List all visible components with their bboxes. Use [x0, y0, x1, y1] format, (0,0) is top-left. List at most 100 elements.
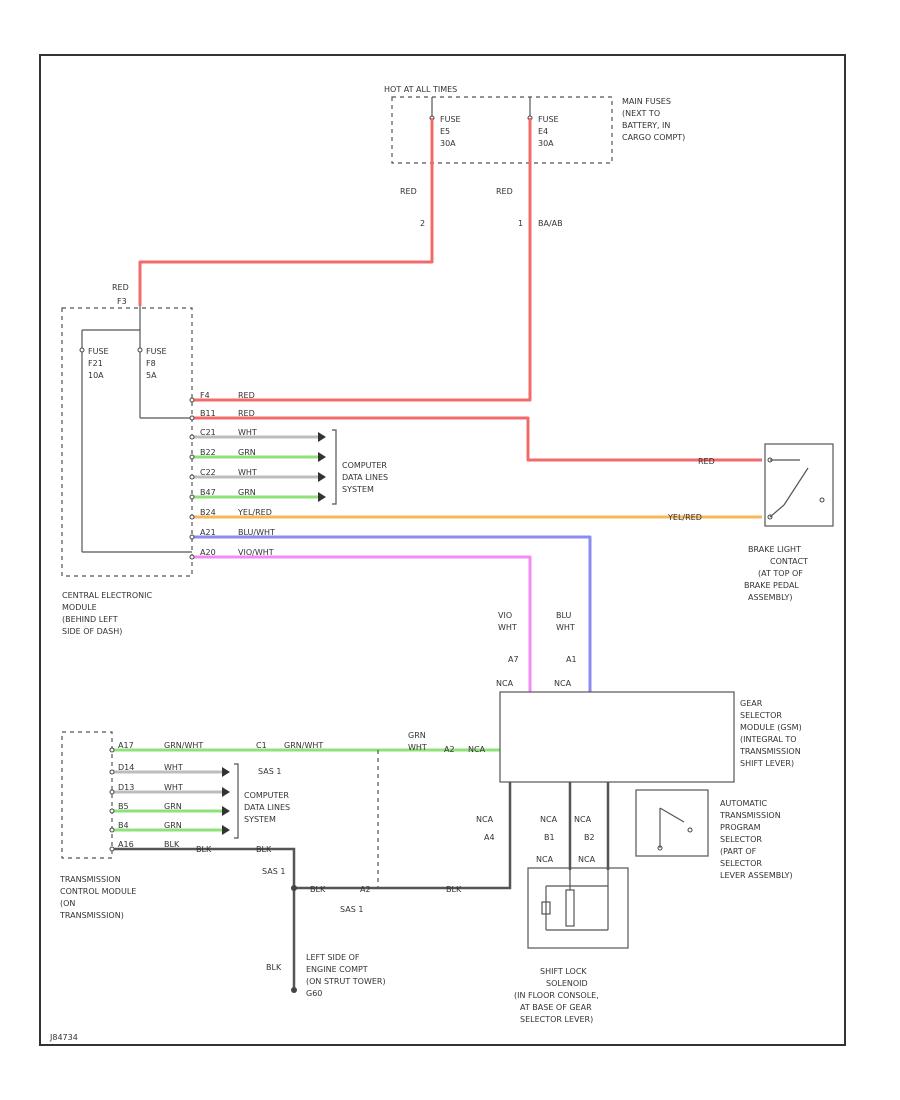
tcm-label-3: (ON: [60, 899, 75, 908]
tcm-data-arrow-4: [222, 825, 230, 835]
ground-sas-b: SAS 1: [340, 905, 363, 914]
tcm-data-arrow-3: [222, 806, 230, 816]
cem-fuse-f8-terminal: [137, 347, 143, 353]
ground-wire-c: BLK: [310, 885, 326, 894]
cem-pin-a21-dot: [189, 534, 195, 540]
wire-blk-tcm-to-ground: [112, 847, 296, 990]
program-label-2: TRANSMISSION: [719, 811, 781, 820]
gsm-input-nca: NCA: [468, 745, 486, 754]
tcm-pin-b4: B4: [118, 821, 129, 830]
wire-vio-wht-cem-to-gsm: [192, 555, 532, 692]
gsm-blu-label-1: BLU: [556, 611, 572, 620]
solenoid-label-4: AT BASE OF GEAR: [520, 1003, 592, 1012]
cem-pin-b11-wire: RED: [238, 409, 255, 418]
wire-red-e4-to-cem: [192, 118, 532, 402]
main-fuse-box: HOT AT ALL TIMES FUSE E5 30A FUSE E4 30A…: [384, 85, 685, 164]
ground-point: [291, 987, 297, 993]
cem-label-2: MODULE: [62, 603, 97, 612]
fuse-box-title: HOT AT ALL TIMES: [384, 85, 457, 94]
wire-red-e5-to-cem: [138, 118, 434, 306]
tcm-data-arrow-2: [222, 787, 230, 797]
tcm-label-2: CONTROL MODULE: [60, 887, 136, 896]
cem-pin-b22-wire: GRN: [238, 448, 256, 457]
program-selector-pin-2: [687, 827, 693, 833]
gsm-bottom-nca-1: NCA: [476, 815, 494, 824]
cem-pin-b11: B11: [200, 409, 216, 418]
ground-wire-d: BLK: [446, 885, 462, 894]
gsm-label-6: SHIFT LEVER): [740, 759, 794, 768]
gsm-bottom-pin-3: B2: [584, 833, 595, 842]
gsm-conn-vio: A7: [508, 655, 519, 664]
brake-label-2: CONTACT: [770, 557, 808, 566]
tcm-pin-a16: A16: [118, 840, 134, 849]
cem-pin-a20-wire: VIO/WHT: [238, 548, 274, 557]
gsm-outline: [499, 691, 735, 783]
cem-pin-c21-wire: WHT: [238, 428, 257, 437]
gsm-bottom-pin-2: B1: [544, 833, 555, 842]
gsm-input-conn: A2: [444, 745, 455, 754]
gsm-vio-label-1: VIO: [498, 611, 512, 620]
tcm-pin-d14-dot: [109, 769, 115, 775]
fuse-e4-label-3: 30A: [538, 139, 554, 148]
cem-pin-a20: A20: [200, 548, 216, 557]
cem-fuse-f21-2: F21: [88, 359, 103, 368]
cem-pin-b22-dot: [189, 454, 195, 460]
gsm-label-4: (INTEGRAL TO: [740, 735, 797, 744]
tcm-pin-d13-dot: [109, 789, 115, 795]
program-label-4: SELECTOR: [720, 835, 762, 844]
gsm-nca-a: NCA: [496, 679, 514, 688]
gsm-blu-label-2: WHT: [556, 623, 575, 632]
program-selector-outline: [635, 789, 709, 857]
cem-data-label-2: DATA LINES: [342, 473, 388, 482]
cem-data-label-1: COMPUTER: [342, 461, 387, 470]
tcm-sas-label: SAS 1: [258, 767, 281, 776]
conn-label-e5: 2: [420, 219, 425, 228]
conn-label-e4-extra: BA/AB: [538, 219, 563, 228]
cem-pin-f4-dot: [189, 397, 195, 403]
tcm-splice-conn: C1: [256, 741, 267, 750]
transmission-control-module: A17 GRN/WHT D14 WHT D13 WHT B5 GRN B4 GR…: [59, 731, 323, 920]
tcm-pin-a17: A17: [118, 741, 134, 750]
wire-label-e4-red: RED: [496, 187, 513, 196]
program-label-3: PROGRAM: [720, 823, 761, 832]
ground-label-2: ENGINE COMPT: [306, 965, 368, 974]
program-label-5: (PART OF: [720, 847, 757, 856]
cem-pin-b47: B47: [200, 488, 216, 497]
tcm-pin-a17-wire: GRN/WHT: [164, 741, 203, 750]
cem-label-4: SIDE OF DASH): [62, 627, 122, 636]
program-label-7: LEVER ASSEMBLY): [720, 871, 793, 880]
cem-pin-c22: C22: [200, 468, 216, 477]
gsm-label-3: MODULE (GSM): [740, 723, 802, 732]
gsm-bottom-nca-2: NCA: [540, 815, 558, 824]
gsm-bottom-pin-1: A4: [484, 833, 495, 842]
tcm-data-label-3: SYSTEM: [244, 815, 276, 824]
wire-label-e5-red: RED: [400, 187, 417, 196]
fuse-box-note-4: CARGO COMPT): [622, 133, 685, 142]
shift-lock-solenoid: NCA NCA SHIFT LOCK SOLENOID (IN FLOOR CO…: [514, 855, 629, 1024]
tcm-pin-d14-wire: WHT: [164, 763, 183, 772]
cem-fuse-f8-3: 5A: [146, 371, 157, 380]
wire-blu-wht-cem-to-gsm: [192, 535, 592, 692]
ground-vertical-wire: BLK: [266, 963, 282, 972]
tcm-data-label-2: DATA LINES: [244, 803, 290, 812]
fuse-e5-label-2: E5: [440, 127, 450, 136]
ground-label-4: G60: [306, 989, 322, 998]
tcm-data-bracket: [234, 763, 239, 839]
cem-outline: [61, 307, 193, 577]
fuse-e5-label-3: 30A: [440, 139, 456, 148]
cem-pin-b11-dot: [189, 415, 195, 421]
ground-g60: BLK BLK SAS 1 BLK A2 BLK SAS 1 BLK LEFT …: [196, 845, 462, 998]
tcm-pin-b5-wire: GRN: [164, 802, 182, 811]
tcm-label-1: TRANSMISSION: [59, 875, 121, 884]
cem-pin-f4: F4: [200, 391, 210, 400]
tcm-pin-d13: D13: [118, 783, 134, 792]
solenoid-outline: [527, 867, 629, 949]
cem-feed-wire-label: RED: [112, 283, 129, 292]
fuse-e4-label-1: FUSE: [538, 115, 559, 124]
solenoid-coil: [565, 889, 575, 927]
cem-fuse-f21-1: FUSE: [88, 347, 109, 356]
gsm-vio-label-2: WHT: [498, 623, 517, 632]
ground-label-1: LEFT SIDE OF: [306, 953, 360, 962]
cem-fuse-f8-2: F8: [146, 359, 156, 368]
tcm-pin-b4-dot: [109, 827, 115, 833]
